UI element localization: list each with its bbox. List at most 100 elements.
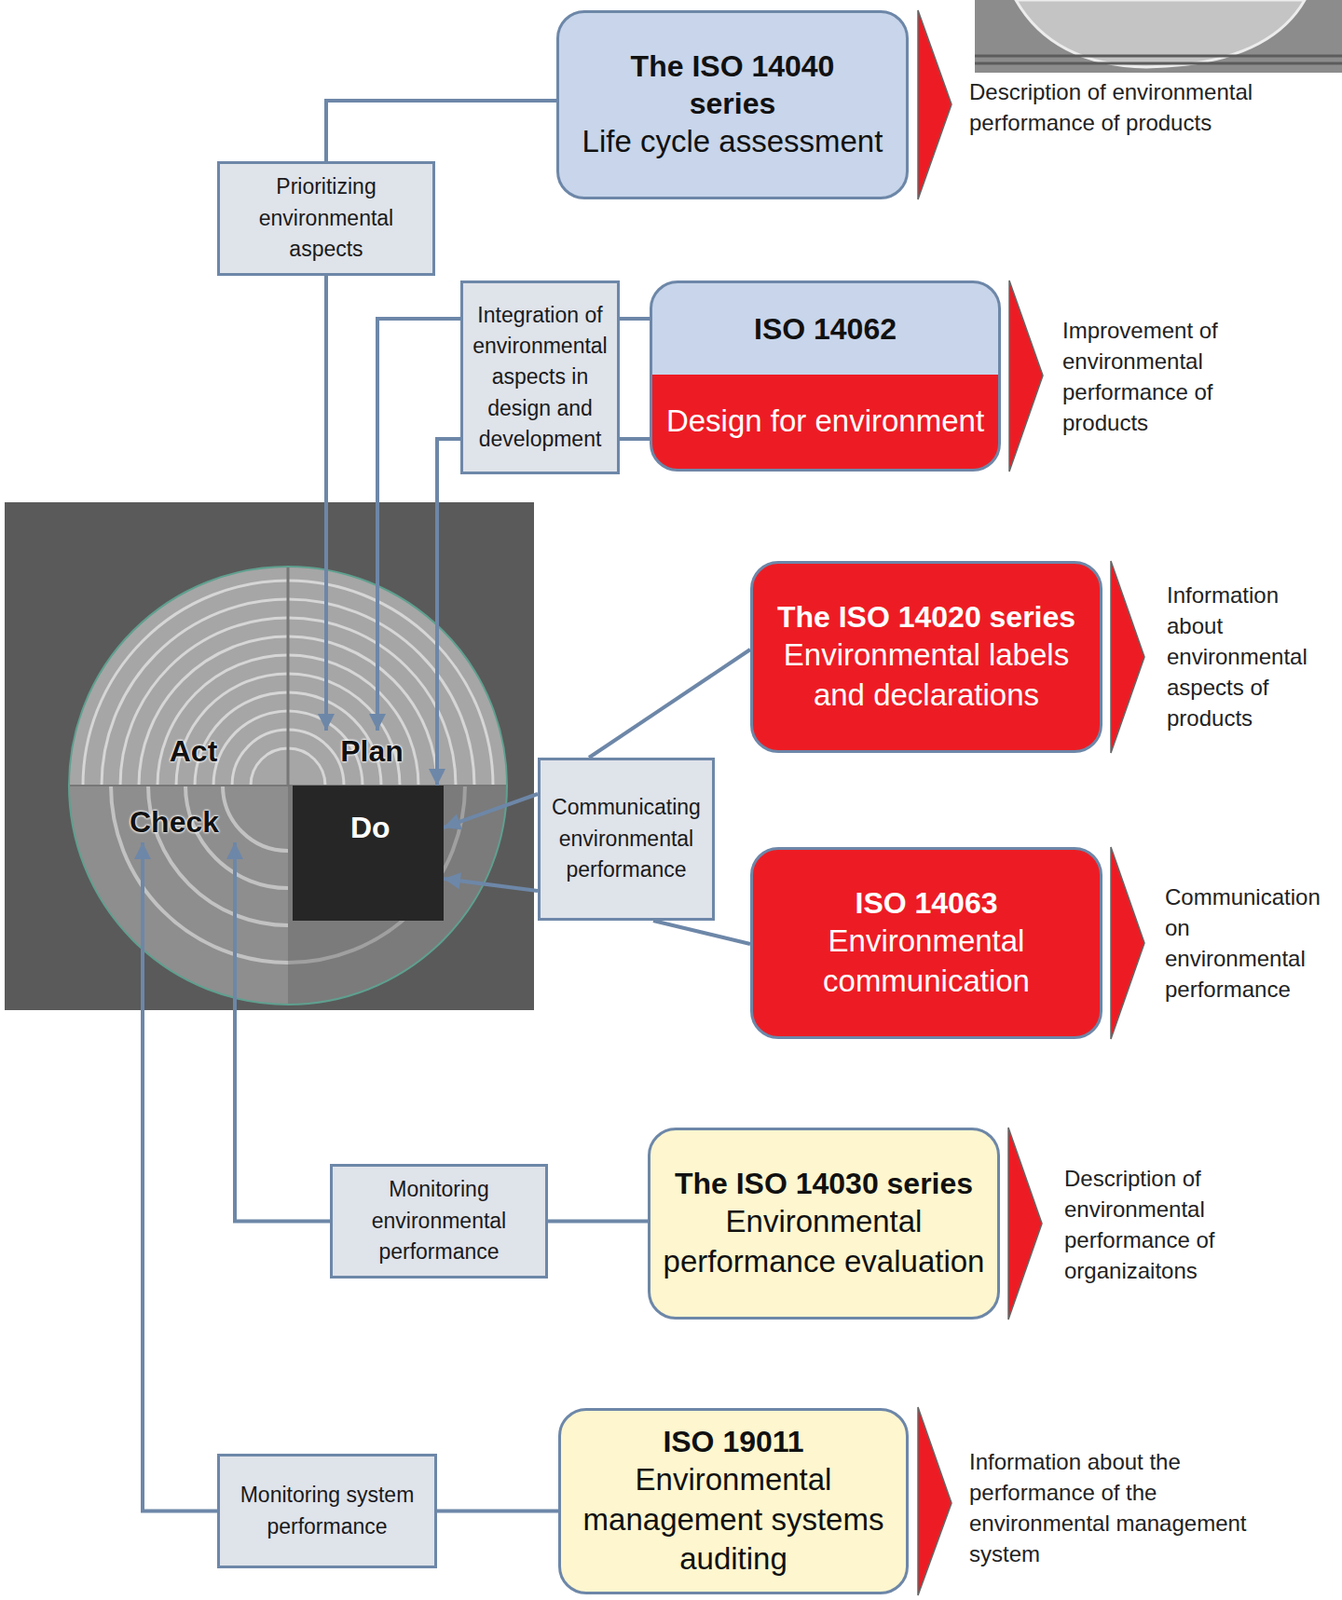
output-note: Information about the performance of the… bbox=[969, 1446, 1268, 1570]
node-title: The ISO 14040 series bbox=[592, 47, 873, 123]
node-title: Integration of environmental aspects in … bbox=[470, 300, 610, 456]
box-section: ISO 14062 bbox=[652, 283, 999, 375]
connector bbox=[437, 1510, 559, 1512]
connector-line bbox=[588, 649, 751, 758]
arrowhead bbox=[134, 842, 151, 860]
node-content: Prioritizing environmental aspects bbox=[227, 171, 425, 265]
process-box: Monitoring system performance bbox=[217, 1453, 438, 1569]
node-body: Design for environment bbox=[661, 401, 989, 442]
connector-line bbox=[142, 842, 218, 1512]
node-title: Check bbox=[104, 804, 245, 840]
connector-line bbox=[547, 1219, 648, 1224]
swirl-lines bbox=[287, 785, 466, 963]
output-arrow bbox=[917, 10, 952, 200]
node-content: ISO 14062 bbox=[661, 310, 989, 348]
cycle-quarter: Do bbox=[292, 785, 444, 921]
arrowhead bbox=[369, 713, 386, 731]
image-ground bbox=[4, 502, 535, 1011]
node-content: Monitoring environmental performance bbox=[340, 1174, 538, 1268]
standard-box: ISO 14063Environmental communication bbox=[750, 847, 1103, 1040]
node-content: The ISO 14020 seriesEnvironmental labels… bbox=[764, 598, 1089, 716]
node-content: Communicating environmental performance bbox=[547, 792, 705, 886]
process-box: Prioritizing environmental aspects bbox=[217, 161, 436, 276]
connector-line bbox=[324, 275, 329, 731]
standard-box: The ISO 14020 seriesEnvironmental labels… bbox=[750, 561, 1103, 754]
node-title: ISO 14062 bbox=[661, 310, 989, 348]
output-arrow bbox=[1110, 847, 1145, 1040]
node-content: Do bbox=[292, 785, 444, 846]
connector bbox=[619, 318, 650, 320]
node-title: The ISO 14030 series bbox=[661, 1164, 986, 1203]
top-half bbox=[68, 566, 507, 786]
connector-line bbox=[619, 437, 650, 441]
connector-line bbox=[437, 438, 461, 786]
node-content: Design for environment bbox=[661, 401, 989, 442]
output-arrow bbox=[1008, 1127, 1042, 1320]
node-content: ISO 14063Environmental communication bbox=[764, 884, 1089, 1002]
connector bbox=[653, 920, 751, 945]
connector bbox=[588, 649, 751, 758]
check-quarter bbox=[68, 785, 288, 1005]
output-note: Information about environmental aspects … bbox=[1166, 579, 1335, 735]
standard-box: The ISO 14040 seriesLife cycle assessmen… bbox=[556, 10, 909, 200]
connector-line bbox=[326, 100, 557, 162]
node-content: The ISO 14030 seriesEnvironmental perfor… bbox=[661, 1164, 986, 1283]
node-title: The ISO 14020 series bbox=[764, 598, 1089, 636]
node-body: Life cycle assessment bbox=[570, 122, 895, 163]
node-title: Plan bbox=[314, 733, 429, 769]
node-content: Integration of environmental aspects in … bbox=[470, 300, 610, 456]
standard-box: ISO 14062Design for environment bbox=[649, 280, 1001, 472]
node-body: Environmental labels and declarations bbox=[764, 635, 1089, 716]
connector bbox=[547, 1220, 648, 1222]
node-title: Do bbox=[350, 809, 444, 846]
process-box: Communicating environmental performance bbox=[537, 757, 715, 921]
cycle-circle bbox=[68, 566, 507, 1005]
photo-ground bbox=[974, 0, 1342, 73]
connector bbox=[428, 438, 461, 786]
node-title: Prioritizing environmental aspects bbox=[227, 171, 425, 265]
arrowhead bbox=[226, 842, 244, 860]
arrowhead bbox=[428, 768, 446, 786]
node-body: Environmental performance evaluation bbox=[661, 1202, 986, 1283]
output-note: Description of environmental performance… bbox=[1064, 1163, 1242, 1287]
cycle-quarter: Check bbox=[104, 801, 245, 843]
node-body: Environmental management systems auditin… bbox=[572, 1460, 895, 1581]
arrowhead bbox=[443, 813, 463, 830]
node-title: Monitoring environmental performance bbox=[340, 1174, 538, 1268]
node-content: ISO 19011Environmental management system… bbox=[572, 1423, 895, 1581]
connector bbox=[443, 794, 538, 830]
node-content: Monitoring system performance bbox=[227, 1479, 427, 1543]
standard-box: ISO 19011Environmental management system… bbox=[558, 1408, 909, 1595]
connector bbox=[619, 438, 650, 440]
node-content: Plan bbox=[314, 733, 429, 769]
product-photo bbox=[974, 0, 1342, 73]
node-content: Check bbox=[104, 804, 245, 840]
cycle-quarter: Act bbox=[149, 730, 238, 772]
node-title: ISO 19011 bbox=[572, 1423, 895, 1461]
connector bbox=[443, 872, 538, 891]
pdca-illustration bbox=[4, 502, 535, 1011]
node-title: Communicating environmental performance bbox=[547, 792, 705, 886]
output-arrow bbox=[917, 1407, 952, 1596]
output-arrows bbox=[917, 10, 1145, 1596]
node-title: Act bbox=[149, 733, 238, 769]
output-note: Improvement of environmental performance… bbox=[1062, 314, 1249, 439]
output-note: Communication on environmental performan… bbox=[1164, 881, 1333, 1005]
connector-line bbox=[377, 318, 461, 731]
box-section: Design for environment bbox=[652, 374, 999, 470]
connector bbox=[369, 318, 461, 731]
cycle-quarter: Plan bbox=[314, 730, 429, 772]
connector-line bbox=[653, 920, 751, 945]
node-body: Environmental communication bbox=[764, 921, 1089, 1002]
process-box: Monitoring environmental performance bbox=[329, 1163, 548, 1279]
arrowhead bbox=[317, 713, 335, 731]
node-title: Monitoring system performance bbox=[227, 1479, 427, 1543]
process-box: Integration of environmental aspects in … bbox=[460, 280, 620, 475]
connector-line bbox=[619, 316, 650, 321]
standard-box: The ISO 14030 seriesEnvironmental perfor… bbox=[647, 1127, 1000, 1320]
connector bbox=[326, 100, 557, 162]
connector-line bbox=[437, 1509, 559, 1514]
connector bbox=[134, 842, 218, 1512]
photo-stripes bbox=[974, 55, 1342, 64]
